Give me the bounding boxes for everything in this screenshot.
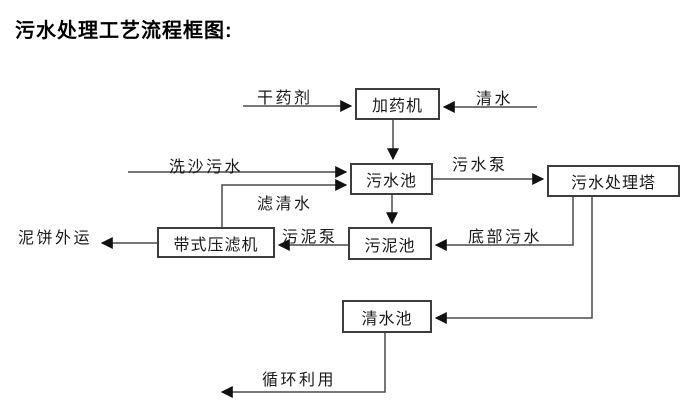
flow-label-dry-chemical: 干药剂 <box>257 90 313 107</box>
node-sewage-treatment-tower: 污水处理塔 <box>547 165 680 197</box>
node-sewage-pool: 污水池 <box>350 163 433 195</box>
flow-label-clean-water: 清水 <box>476 91 514 108</box>
edge-tower-to-clean-water-pool <box>434 197 593 324</box>
flow-label-mud-cake-outbound: 泥饼外运 <box>18 230 93 247</box>
edge-clean-water-pool-to-recycling <box>220 333 386 398</box>
edge-tower-bottom-sewage-to-sludge <box>434 197 574 251</box>
flow-label-bottom-sewage: 底部污水 <box>468 229 543 246</box>
flow-label-recycling: 循环利用 <box>262 372 337 389</box>
page-title: 污水处理工艺流程框图: <box>15 20 233 42</box>
node-sludge-pool: 污泥池 <box>348 227 432 260</box>
flow-label-sewage-pump: 污水泵 <box>452 157 508 174</box>
flow-label-filtered-water: 滤清水 <box>257 196 313 213</box>
node-dosing-machine: 加药机 <box>355 88 440 120</box>
flow-label-sludge-pump: 污泥泵 <box>282 229 338 246</box>
flow-label-sand-washing-sewage: 洗沙污水 <box>169 159 244 176</box>
edge-filtered-water-to-sewage-pool <box>221 179 348 227</box>
node-clean-water-pool: 清水池 <box>342 300 432 333</box>
node-belt-filter-press: 带式压滤机 <box>157 227 275 258</box>
